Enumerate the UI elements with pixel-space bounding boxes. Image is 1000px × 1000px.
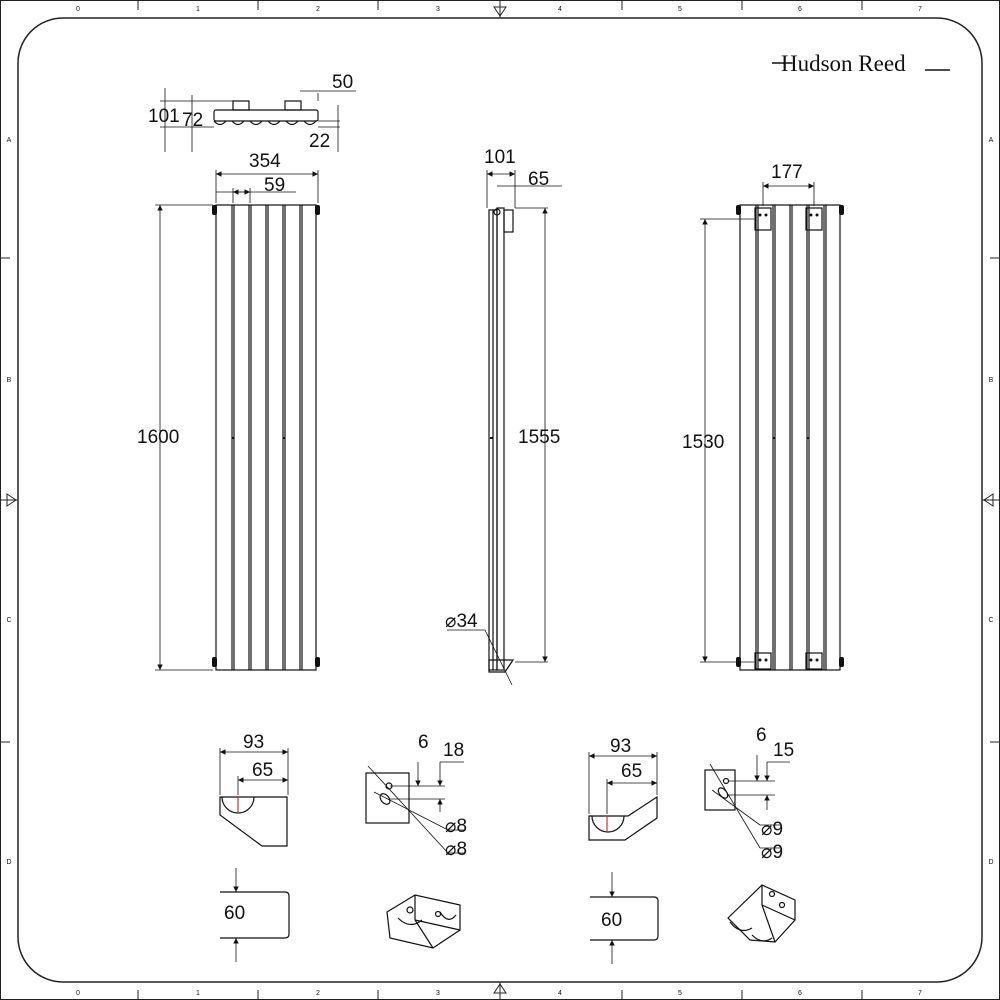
grid-col-label: 4 <box>558 990 562 997</box>
top-view <box>160 88 356 152</box>
grid-col-label: 1 <box>196 6 200 13</box>
brand-logo: Hudson Reed <box>772 51 950 76</box>
grid-col-label: 1 <box>196 990 200 997</box>
dim-bracket-b-inner: 65 <box>621 761 642 782</box>
bracket-b-holes <box>704 755 790 849</box>
dim-side-height: 1555 <box>518 427 560 448</box>
bracket-b-isometric <box>727 884 796 943</box>
grid-col-label: 0 <box>76 990 80 997</box>
row-labels-right: A B C D <box>988 137 993 866</box>
grid-row-label: A <box>7 137 12 144</box>
dim-front-column-pitch: 59 <box>264 175 285 196</box>
grid-row-label: A <box>989 137 994 144</box>
dim-front-height: 1600 <box>137 427 179 448</box>
grid-col-label: 2 <box>316 990 320 997</box>
dim-bracket-a-hole-spacing-side: 18 <box>443 740 464 761</box>
dim-side-bracket-depth: 65 <box>528 169 549 190</box>
bracket-b-profile <box>588 752 658 841</box>
dim-bracket-b-width: 93 <box>610 736 631 757</box>
row-labels-left: A B C D <box>6 137 11 866</box>
dim-bracket-a-hole-spacing-top: 6 <box>418 732 429 753</box>
dim-top-pipe-offset: 50 <box>332 72 353 93</box>
dim-bracket-b-hole-spacing-side: 15 <box>773 740 794 761</box>
grid-col-label: 0 <box>76 6 80 13</box>
bracket-a-holes <box>365 761 465 854</box>
grid-row-label: D <box>988 859 993 866</box>
dim-side-depth: 101 <box>484 147 516 168</box>
side-view-dims <box>447 170 562 686</box>
dim-bracket-a-hole-2: ⌀8 <box>445 839 467 860</box>
dim-rear-bracket-height: 1530 <box>682 432 724 453</box>
grid-col-label: 6 <box>798 990 802 997</box>
grid-col-label: 3 <box>436 6 440 13</box>
grid-row-label: B <box>989 377 994 384</box>
side-view <box>488 207 515 673</box>
rear-view <box>739 204 841 671</box>
front-view-caps <box>212 205 320 667</box>
column-labels-bottom: 0 1 2 3 4 5 6 7 <box>76 990 922 997</box>
dim-bracket-b-hole-spacing-top: 6 <box>756 725 767 746</box>
grid-col-label: 5 <box>678 990 682 997</box>
grid-col-label: 5 <box>678 6 682 13</box>
dim-top-depth-total: 101 <box>148 106 180 127</box>
bracket-a-isometric <box>386 894 461 949</box>
dim-rear-bracket-spacing: 177 <box>771 162 803 183</box>
grid-row-label: D <box>6 859 11 866</box>
dim-bracket-a-plan-width: 60 <box>224 903 245 924</box>
bracket-a-profile <box>219 748 289 847</box>
grid-row-label: C <box>988 617 993 624</box>
rear-view-dims <box>700 182 815 663</box>
grid-col-label: 7 <box>918 990 922 997</box>
grid-col-label: 6 <box>798 6 802 13</box>
dim-bracket-a-inner: 65 <box>252 760 273 781</box>
dim-bracket-b-plan-width: 60 <box>601 910 622 931</box>
dim-top-depth-pipe: 72 <box>182 110 203 131</box>
grid-col-label: 4 <box>558 6 562 13</box>
dim-bracket-a-hole-1: ⌀8 <box>445 816 467 837</box>
dim-top-bracket-depth: 22 <box>309 131 330 152</box>
column-labels-top: 0 1 2 3 4 5 6 7 <box>76 6 922 13</box>
grid-col-label: 3 <box>436 990 440 997</box>
dim-bracket-b-hole-1: ⌀9 <box>761 819 783 840</box>
front-view-dims <box>155 170 319 671</box>
grid-row-label: B <box>7 377 12 384</box>
dim-bracket-a-width: 93 <box>243 732 264 753</box>
grid-col-label: 7 <box>918 6 922 13</box>
grid-col-label: 2 <box>316 6 320 13</box>
dim-side-pipe-diameter: ⌀34 <box>445 611 478 632</box>
rear-view-caps <box>736 205 844 667</box>
bracket-a-plan <box>220 868 290 962</box>
brand-name: Hudson Reed <box>781 51 906 76</box>
bracket-b-plan <box>590 872 659 964</box>
dim-front-width: 354 <box>249 151 281 172</box>
dim-bracket-b-hole-2: ⌀9 <box>761 842 783 863</box>
front-view <box>215 204 317 671</box>
grid-row-label: C <box>6 617 11 624</box>
